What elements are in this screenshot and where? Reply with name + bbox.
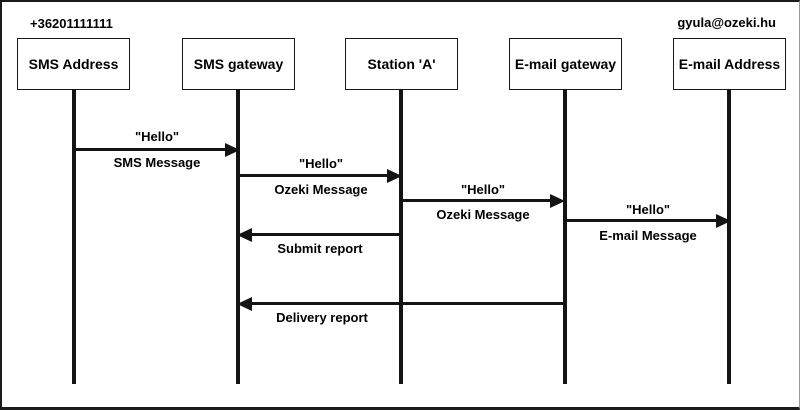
message-arrow-ozeki-message-1 (240, 168, 402, 183)
actor-label: SMS Address (28, 56, 119, 72)
actor-box-sms-address: SMS Address (17, 38, 130, 90)
arrow-line (74, 148, 227, 151)
lifeline-sms-address (72, 89, 76, 384)
message-subtitle: SMS Message (113, 155, 201, 170)
arrowhead-right-icon (716, 213, 731, 228)
actor-label: Station 'A' (367, 56, 436, 72)
phone-number-label: +36201111111 (30, 16, 113, 31)
arrowhead-right-icon (387, 168, 402, 183)
actor-box-station-a: Station 'A' (345, 38, 458, 90)
actor-box-sms-gateway: SMS gateway (182, 38, 295, 90)
lifeline-email-gateway (563, 89, 567, 384)
arrowhead-left-icon (237, 296, 252, 311)
arrow-line (250, 233, 401, 236)
lifeline-station-a (399, 89, 403, 384)
arrow-line (402, 199, 552, 202)
message-title: "Hello" (298, 156, 344, 171)
message-subtitle: Ozeki Message (274, 182, 368, 197)
message-subtitle: Submit report (277, 241, 363, 256)
message-subtitle: Ozeki Message (436, 207, 530, 222)
message-arrow-email-message (565, 213, 731, 228)
lifeline-email-address (727, 89, 731, 384)
message-title: "Hello" (625, 202, 671, 217)
actor-label: E-mail Address (678, 56, 781, 72)
arrow-line (250, 302, 567, 305)
message-title: "Hello" (134, 129, 180, 144)
arrowhead-right-icon (550, 193, 565, 208)
email-address-label: gyula@ozeki.hu (677, 15, 776, 30)
arrow-line (240, 174, 389, 177)
arrow-line (565, 219, 718, 222)
arrowhead-right-icon (225, 142, 240, 157)
message-arrow-delivery-report (237, 296, 567, 311)
actor-box-email-address: E-mail Address (673, 38, 786, 90)
actor-box-email-gateway: E-mail gateway (509, 38, 622, 90)
message-arrow-submit-report (237, 227, 401, 242)
message-subtitle: E-mail Message (599, 228, 697, 243)
message-arrow-ozeki-message-2 (402, 193, 565, 208)
message-subtitle: Delivery report (276, 310, 368, 325)
message-title: "Hello" (460, 182, 506, 197)
actor-label: SMS gateway (193, 56, 284, 72)
arrowhead-left-icon (237, 227, 252, 242)
message-arrow-sms-message (74, 142, 240, 157)
actor-label: E-mail gateway (514, 56, 617, 72)
